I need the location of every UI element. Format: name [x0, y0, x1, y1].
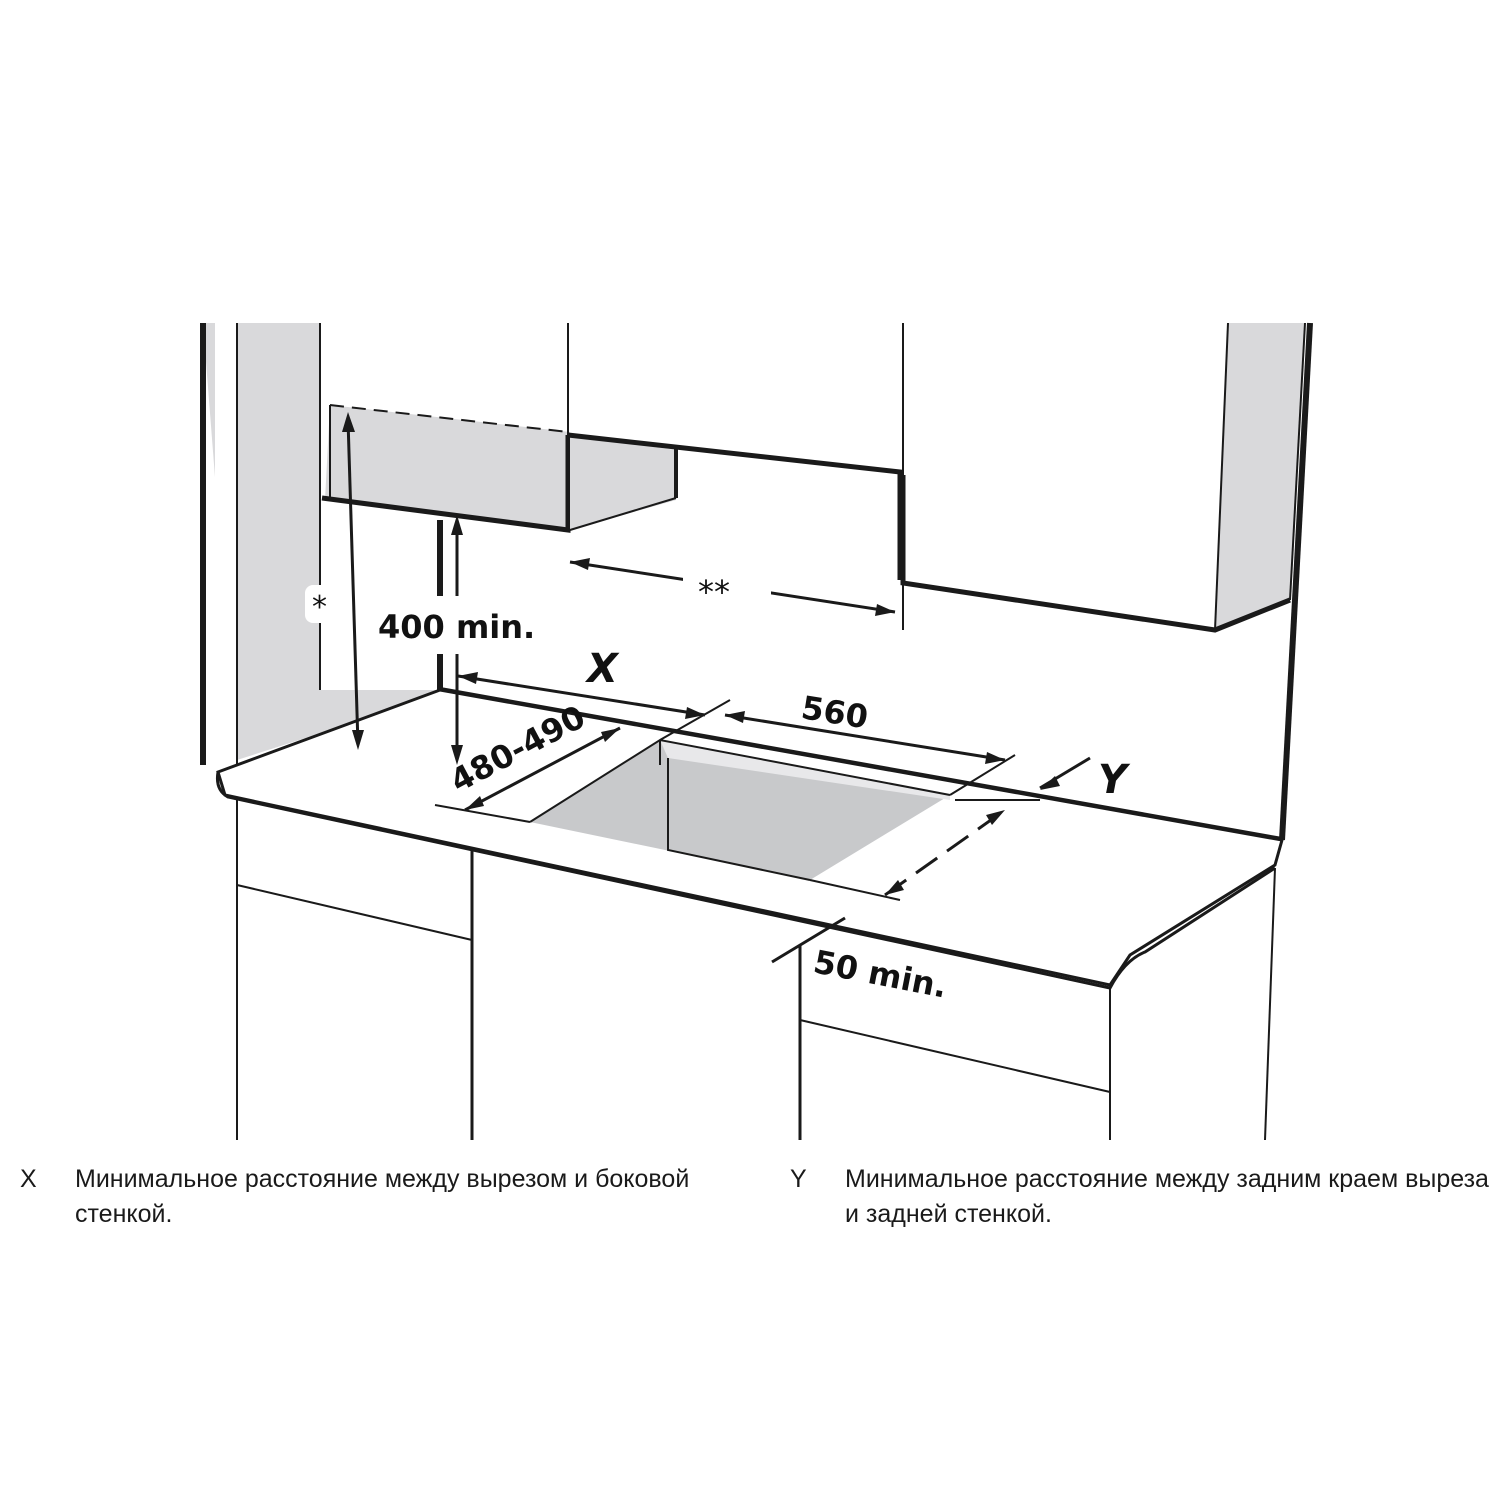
dim-depth-line	[434, 726, 621, 823]
dim-560-line	[659, 699, 1016, 796]
legend-key-y: Y	[790, 1165, 807, 1193]
wall-cabinet-left	[321, 404, 571, 533]
legend-text-y: Минимальное расстояние между задним крае…	[845, 1165, 1489, 1228]
legend-key-x: X	[20, 1165, 37, 1193]
asterisk-label: *	[312, 590, 327, 625]
double-asterisk-label: **	[698, 573, 730, 611]
dim-asterisk-line	[342, 412, 364, 750]
asterisk-label-bg	[305, 585, 345, 623]
y-marker-label: Y	[1098, 757, 1131, 803]
front-min-label: 50 min.	[810, 943, 950, 1006]
double-asterisk-label-bg	[683, 568, 771, 610]
base-cabinets	[236, 800, 1276, 1141]
right-wall	[1214, 322, 1313, 841]
hood-block	[567, 432, 903, 580]
min-height-label: 400 min.	[378, 608, 535, 646]
dim-50-line	[771, 808, 1006, 964]
x-marker-label: X	[584, 646, 620, 692]
dim-y-line	[955, 756, 1091, 801]
wall-cabinet-right	[567, 323, 1291, 633]
min-height-label-bg	[366, 596, 608, 654]
left-wall	[200, 323, 440, 770]
dim-x-line	[457, 672, 706, 719]
legend-text-x: Минимальное расстояние между вырезом и б…	[75, 1165, 690, 1228]
